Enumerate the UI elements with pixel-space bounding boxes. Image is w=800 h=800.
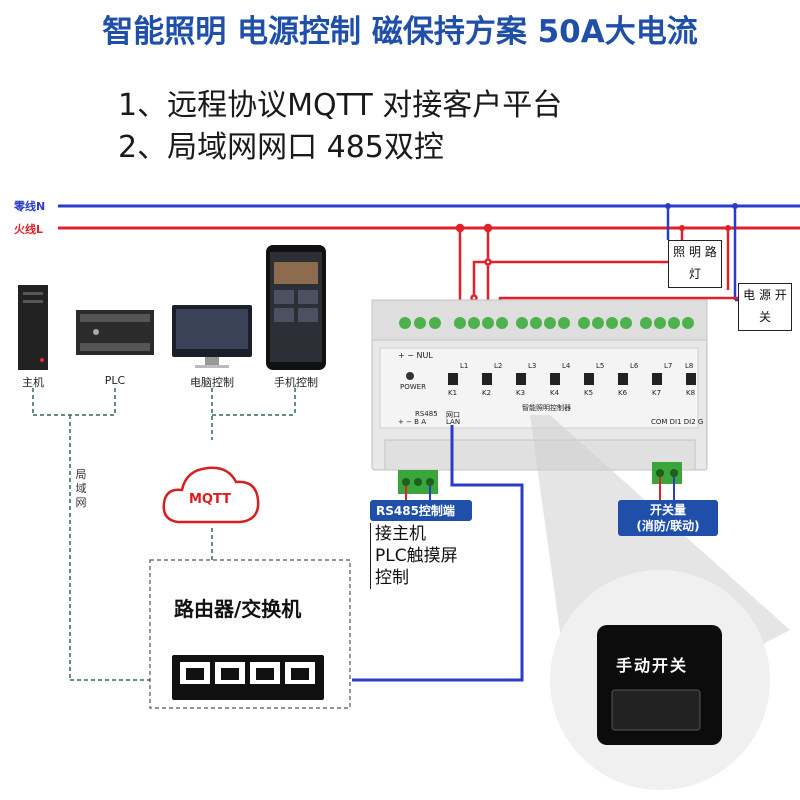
rs485-pins-label: + − B A (398, 418, 426, 426)
rs485-line-1: 接主机 (375, 523, 472, 545)
controller-nameplate: 智能照明控制器 (522, 403, 571, 413)
rs485-port-label: RS485 (415, 410, 438, 418)
relay-label-4: L4 (562, 362, 570, 370)
lan-label: 局域网 (74, 468, 88, 510)
device-label-host: 主机 (0, 374, 73, 390)
relay-label-2: L2 (494, 362, 502, 370)
rs485-line-3: 控制 (375, 567, 472, 589)
relay-label-8: L8 (685, 362, 693, 370)
switch-input-subtitle: (消防/联动) (622, 518, 714, 534)
switch-input-title: 开关量 (622, 502, 714, 518)
rs485-line-2: PLC触摸屏 (375, 545, 472, 567)
rs485-terminal (398, 470, 438, 500)
power-switch-load: 电 源 开 关 (738, 283, 792, 331)
channel-k1: K1 (448, 389, 457, 397)
channel-k5: K5 (584, 389, 593, 397)
relay-label-5: L5 (596, 362, 604, 370)
relay-label-6: L6 (630, 362, 638, 370)
manual-switch-label: 手动开关 (616, 652, 688, 676)
router-device (172, 655, 324, 700)
lighting-load: 照 明 路 灯 (668, 240, 722, 288)
channel-k3: K3 (516, 389, 525, 397)
channel-k8: K8 (686, 389, 695, 397)
plc-icon (76, 310, 154, 355)
manual-switch-slot (612, 690, 700, 730)
dc-terminal-label: + − NUL (398, 351, 433, 360)
live-label: 火线L (14, 221, 43, 237)
rs485-callout: RS485控制端 接主机 PLC触摸屏 控制 (370, 500, 472, 589)
relay-label-3: L3 (528, 362, 536, 370)
switch-terminal (652, 462, 682, 500)
device-label-pc: 电脑控制 (172, 374, 252, 390)
rs485-callout-title: RS485控制端 (370, 500, 472, 521)
power-indicator (406, 372, 414, 380)
relay-label-7: L7 (664, 362, 672, 370)
channel-k7: K7 (652, 389, 661, 397)
tower-pc-icon (18, 285, 48, 370)
mqtt-label: MQTT (189, 492, 231, 507)
smartphone-icon (266, 245, 326, 370)
neutral-label: 零线N (14, 198, 45, 214)
switch-inputs-label: COM DI1 DI2 G (651, 418, 703, 426)
monitor-icon (172, 305, 252, 368)
channel-k6: K6 (618, 389, 627, 397)
device-label-phone: 手机控制 (256, 374, 336, 390)
relay-label-1: L1 (460, 362, 468, 370)
channel-k4: K4 (550, 389, 559, 397)
device-label-plc: PLC (75, 374, 155, 387)
channel-k2: K2 (482, 389, 491, 397)
lan-port-text: LAN (446, 418, 460, 426)
switch-input-callout: 开关量 (消防/联动) (618, 500, 718, 536)
power-label: POWER (400, 383, 426, 391)
router-label: 路由器/交换机 (174, 593, 301, 622)
